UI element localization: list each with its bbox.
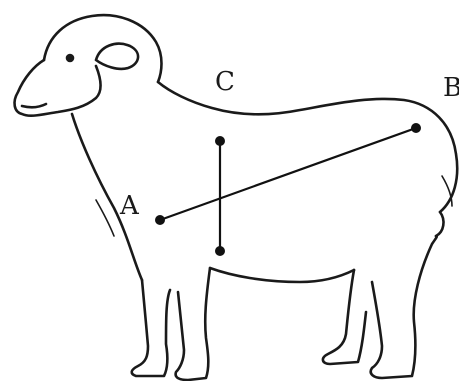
mouth-line [22, 104, 46, 107]
point-c-bottom-dot [215, 246, 225, 256]
point-label-c: C [215, 69, 235, 95]
point-label-a: A [120, 193, 139, 219]
wool-tuft [442, 176, 452, 206]
hind-leg-right [371, 236, 437, 378]
point-c-top-dot [215, 136, 225, 146]
front-leg-right [176, 268, 210, 380]
horn-inner-curl [96, 44, 138, 69]
belly-outline [210, 268, 354, 282]
eye [67, 55, 73, 61]
point-label-b: B [443, 75, 459, 101]
hind-leg-left [323, 270, 366, 364]
point-b-dot [411, 123, 421, 133]
front-leg-left [132, 280, 170, 376]
tail-outline [436, 212, 443, 236]
point-a-dot [155, 215, 165, 225]
segment-a-b [160, 128, 416, 220]
back-outline [158, 82, 457, 212]
